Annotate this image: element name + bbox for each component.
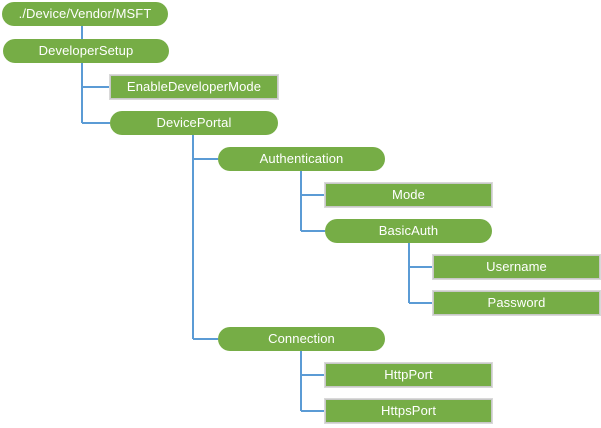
node-developer-setup[interactable]: DeveloperSetup	[3, 39, 169, 63]
node-connection[interactable]: Connection	[218, 327, 385, 351]
node-basic-auth[interactable]: BasicAuth	[325, 219, 492, 243]
node-password[interactable]: Password	[433, 291, 600, 315]
node-authentication[interactable]: Authentication	[218, 147, 385, 171]
node-root[interactable]: ./Device/Vendor/MSFT	[2, 2, 168, 26]
node-device-portal[interactable]: DevicePortal	[110, 111, 278, 135]
node-https-port[interactable]: HttpsPort	[325, 399, 492, 423]
node-http-port[interactable]: HttpPort	[325, 363, 492, 387]
node-enable-developer-mode[interactable]: EnableDeveloperMode	[110, 75, 278, 99]
node-username[interactable]: Username	[433, 255, 600, 279]
node-mode[interactable]: Mode	[325, 183, 492, 207]
